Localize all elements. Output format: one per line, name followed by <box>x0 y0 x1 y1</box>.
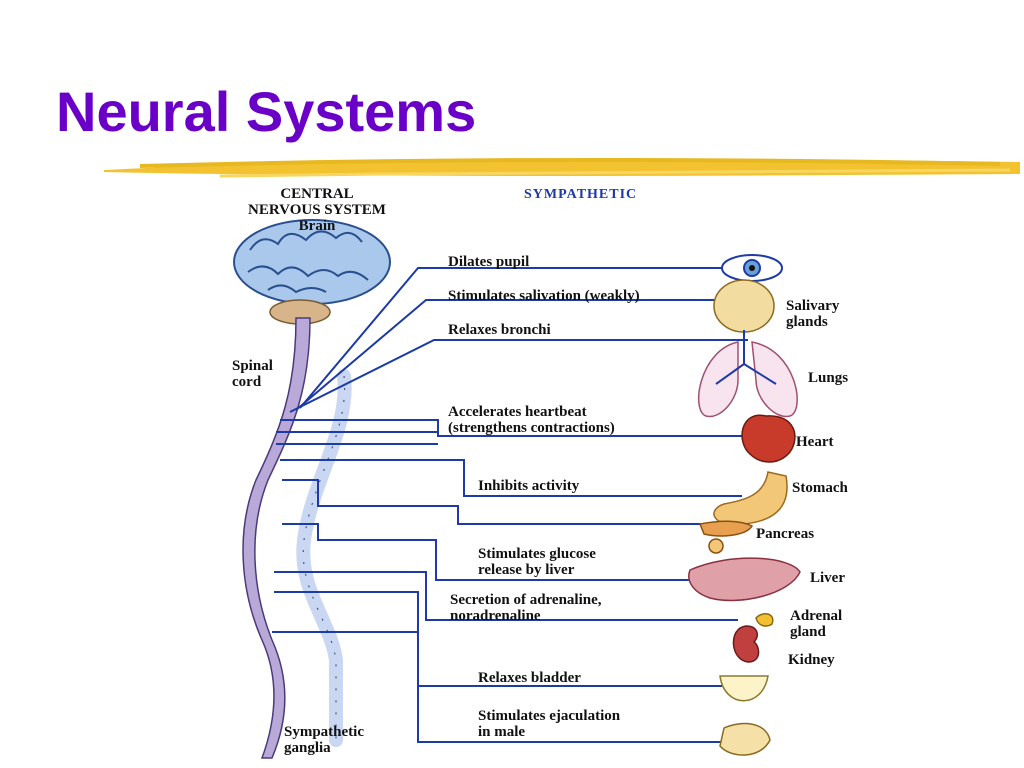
cns-header: CENTRAL NERVOUS SYSTEM Brain <box>248 186 386 234</box>
organ-label-adrenal-gland: Adrenal gland <box>790 608 843 640</box>
division-header: SYMPATHETIC <box>524 187 638 202</box>
organ-label-heart: Heart <box>796 434 834 450</box>
organ-label-stomach: Stomach <box>792 480 848 496</box>
pancreas-icon <box>698 520 754 554</box>
salivary-glands-icon <box>713 279 775 333</box>
stomach-icon <box>713 471 788 526</box>
nerve-pathways <box>272 267 748 743</box>
sympathetic-nervous-system-diagram: CENTRAL NERVOUS SYSTEM Brain SYMPATHETIC… <box>0 180 1024 768</box>
effect-label-bronchi: Relaxes bronchi <box>448 322 551 338</box>
slide-title: Neural Systems <box>56 80 477 143</box>
spinal-cord-label: Spinal cord <box>232 358 273 390</box>
sympathetic-ganglia-chain <box>296 369 352 747</box>
effect-label-glucose: Stimulates glucose release by liver <box>478 546 596 578</box>
kidney-icon <box>732 625 760 663</box>
organ-label-liver: Liver <box>810 570 845 586</box>
adrenal-gland-icon <box>755 613 774 627</box>
spinal-cord <box>242 317 311 759</box>
lungs-icon <box>698 330 798 418</box>
effect-label-adrenaline: Secretion of adrenaline, noradrenaline <box>450 592 602 624</box>
liver-icon <box>688 557 801 602</box>
effect-label-salivation: Stimulates salivation (weakly) <box>448 288 640 304</box>
eye-icon <box>721 254 783 282</box>
effect-label-heartbeat: Accelerates heartbeat (strengthens contr… <box>448 404 615 436</box>
organ-label-pancreas: Pancreas <box>756 526 815 542</box>
male-reproductive-organs-icon <box>719 722 771 756</box>
organ-label-kidney: Kidney <box>788 652 835 668</box>
heart-icon <box>741 414 796 463</box>
organ-label-salivary-glands: Salivary glands <box>786 298 840 330</box>
effect-label-bladder: Relaxes bladder <box>478 670 581 686</box>
effect-label-pupil: Dilates pupil <box>448 254 530 270</box>
brain-icon <box>233 219 391 325</box>
title-underline <box>104 158 1020 178</box>
organ-label-lungs: Lungs <box>808 370 849 386</box>
effect-label-ejaculation: Stimulates ejaculation in male <box>478 708 621 740</box>
effect-label-stomach: Inhibits activity <box>478 478 580 494</box>
sympathetic-ganglia-label: Sympathetic ganglia <box>284 724 364 756</box>
bladder-icon <box>719 675 769 702</box>
